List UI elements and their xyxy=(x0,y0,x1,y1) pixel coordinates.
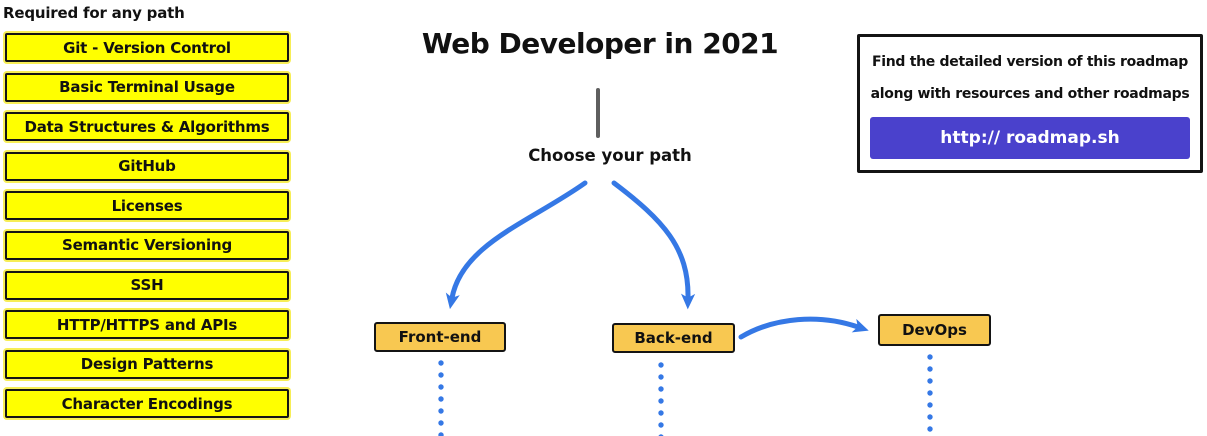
arrow-backend-to-devops xyxy=(738,316,869,340)
arrow-to-frontend xyxy=(445,180,588,310)
topic-design-patterns[interactable]: Design Patterns xyxy=(5,349,289,379)
required-path-heading: Required for any path xyxy=(3,4,185,22)
topic-licenses[interactable]: Licenses xyxy=(5,191,289,221)
title-connector-line xyxy=(596,88,600,138)
roadmap-sh-link-button[interactable]: http:// roadmap.sh xyxy=(870,117,1190,159)
required-path-list: Git - Version Control Basic Terminal Usa… xyxy=(5,33,289,419)
path-node-devops[interactable]: DevOps xyxy=(878,314,991,346)
info-text-line1: Find the detailed version of this roadma… xyxy=(871,54,1188,70)
choose-your-path-label: Choose your path xyxy=(528,146,692,165)
topic-github[interactable]: GitHub xyxy=(5,151,289,181)
topic-http-https-apis[interactable]: HTTP/HTTPS and APIs xyxy=(5,310,289,340)
path-node-backend[interactable]: Back-end xyxy=(612,323,735,353)
path-node-frontend[interactable]: Front-end xyxy=(374,322,506,352)
page-title: Web Developer in 2021 xyxy=(421,27,779,60)
topic-character-encodings[interactable]: Character Encodings xyxy=(5,389,289,419)
topic-ssh[interactable]: SSH xyxy=(5,270,289,300)
info-text-line2: along with resources and other roadmaps xyxy=(870,86,1190,102)
topic-basic-terminal-usage[interactable]: Basic Terminal Usage xyxy=(5,72,289,102)
topic-semantic-versioning[interactable]: Semantic Versioning xyxy=(5,230,289,260)
arrow-to-backend xyxy=(611,180,696,310)
roadmap-info-box: Find the detailed version of this roadma… xyxy=(857,34,1203,173)
frontend-dotted-line xyxy=(438,360,444,436)
topic-git-version-control[interactable]: Git - Version Control xyxy=(5,33,289,62)
backend-dotted-line xyxy=(658,362,664,436)
topic-data-structures-algorithms[interactable]: Data Structures & Algorithms xyxy=(5,112,289,142)
devops-dotted-line xyxy=(927,354,933,432)
